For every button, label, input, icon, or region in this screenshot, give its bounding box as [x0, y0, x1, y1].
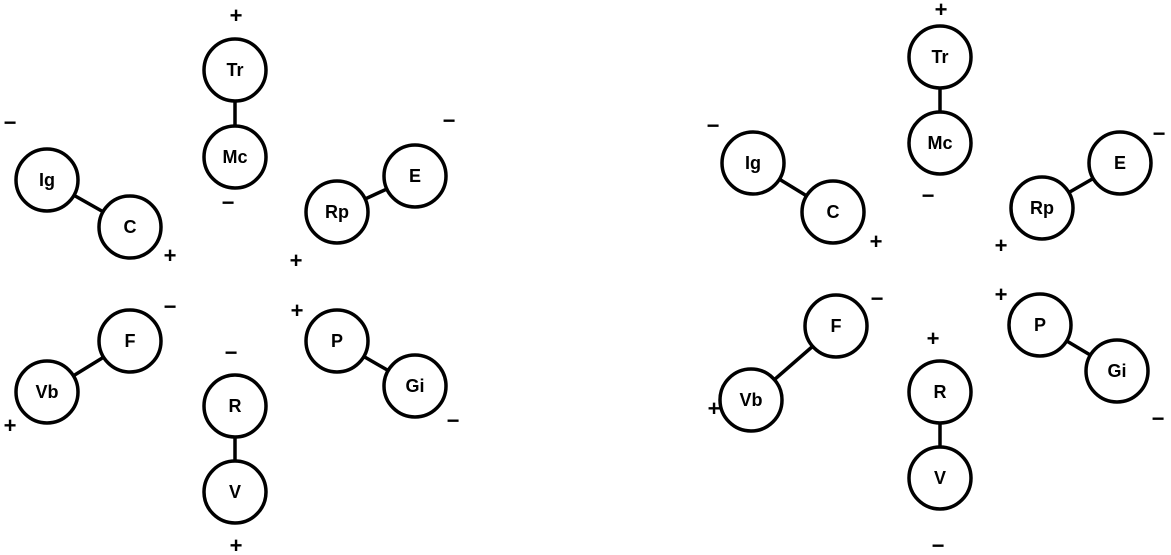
polarity-sign-ig: −	[707, 113, 720, 138]
node-label: Gi	[1107, 361, 1126, 381]
polarity-sign-tr: +	[230, 3, 243, 28]
node-circle	[907, 359, 973, 425]
meridian-node-f: F	[97, 308, 163, 374]
meridian-node-c: C	[97, 194, 163, 260]
node-label: C	[124, 217, 137, 237]
meridian-node-vb: Vb	[14, 359, 80, 425]
polarity-sign-mc: −	[222, 190, 235, 215]
node-label: Gi	[405, 376, 424, 396]
node-label: E	[409, 166, 421, 186]
diagram-left: Tr Mc Ig C Rp E	[4, 3, 460, 555]
polarity-sign-p: +	[995, 282, 1008, 307]
meridian-node-p: P	[304, 308, 370, 374]
polarity-sign-f: −	[871, 286, 884, 311]
meridian-node-rp: Rp	[304, 179, 370, 245]
node-circle	[1087, 130, 1153, 196]
meridian-node-f: F	[803, 293, 869, 359]
polarity-sign-c: +	[870, 229, 883, 254]
node-circle	[907, 445, 973, 511]
meridian-node-gi: Gi	[1084, 338, 1150, 404]
node-circle	[382, 143, 448, 209]
polarity-sign-rp: +	[995, 233, 1008, 258]
meridian-node-ig: Ig	[720, 130, 786, 196]
node-label: R	[934, 382, 947, 402]
node-label: Ig	[39, 170, 55, 190]
polarity-sign-tr: +	[935, 0, 948, 22]
meridian-node-e: E	[382, 143, 448, 209]
node-label: Vb	[739, 390, 762, 410]
meridian-node-rp: Rp	[1009, 175, 1075, 241]
node-label: Rp	[325, 202, 349, 222]
polarity-sign-e: −	[1153, 121, 1166, 146]
node-circle	[907, 110, 973, 176]
diagram-right: Tr Mc Ig C Rp E	[707, 0, 1166, 555]
polarity-sign-c: +	[164, 243, 177, 268]
node-circle	[97, 194, 163, 260]
polarity-sign-e: −	[443, 108, 456, 133]
node-label: Mc	[222, 147, 247, 167]
polarity-sign-r: −	[225, 340, 238, 365]
polarity-sign-gi: −	[1152, 406, 1165, 431]
polarity-sign-f: −	[164, 294, 177, 319]
meridian-node-c: C	[800, 179, 866, 245]
node-label: F	[125, 331, 136, 351]
meridian-node-e: E	[1087, 130, 1153, 196]
node-circle	[202, 373, 268, 439]
polarity-sign-ig: −	[4, 110, 17, 135]
node-circle	[1007, 292, 1073, 358]
polarity-sign-r: +	[927, 326, 940, 351]
meridian-node-mc: Mc	[907, 110, 973, 176]
node-label: Tr	[931, 47, 948, 67]
node-label: P	[1034, 315, 1046, 335]
meridian-node-vb: Vb	[718, 367, 784, 433]
node-label: F	[831, 316, 842, 336]
meridian-node-r: R	[202, 373, 268, 439]
polarity-sign-gi: −	[447, 408, 460, 433]
meridian-node-v: V	[202, 459, 268, 525]
node-label: Rp	[1030, 198, 1054, 218]
meridian-node-r: R	[907, 359, 973, 425]
meridian-node-tr: Tr	[907, 24, 973, 90]
meridian-node-mc: Mc	[202, 124, 268, 190]
node-label: Tr	[226, 60, 243, 80]
meridian-node-p: P	[1007, 292, 1073, 358]
node-circle	[907, 24, 973, 90]
node-circle	[718, 367, 784, 433]
node-label: R	[229, 396, 242, 416]
node-circle	[304, 179, 370, 245]
node-circle	[14, 147, 80, 213]
node-circle	[202, 459, 268, 525]
node-circle	[304, 308, 370, 374]
node-circle	[1009, 175, 1075, 241]
node-label: P	[331, 331, 343, 351]
polarity-sign-rp: +	[290, 248, 303, 273]
polarity-sign-v: −	[932, 533, 945, 555]
polarity-sign-v: +	[230, 533, 243, 555]
node-circle	[800, 179, 866, 245]
meridian-node-ig: Ig	[14, 147, 80, 213]
node-label: Vb	[35, 382, 58, 402]
polarity-sign-mc: −	[922, 183, 935, 208]
meridian-node-v: V	[907, 445, 973, 511]
node-label: Ig	[745, 153, 761, 173]
polarity-sign-vb: +	[4, 413, 17, 438]
node-label: E	[1114, 153, 1126, 173]
node-circle	[382, 353, 448, 419]
polarity-sign-vb: +	[708, 396, 721, 421]
meridian-node-tr: Tr	[202, 37, 268, 103]
node-circle	[803, 293, 869, 359]
node-circle	[14, 359, 80, 425]
node-label: C	[827, 202, 840, 222]
polarity-sign-p: +	[291, 298, 304, 323]
meridian-node-gi: Gi	[382, 353, 448, 419]
node-circle	[97, 308, 163, 374]
node-circle	[202, 124, 268, 190]
node-label: V	[229, 482, 241, 502]
node-circle	[202, 37, 268, 103]
node-circle	[720, 130, 786, 196]
node-label: V	[934, 468, 946, 488]
node-circle	[1084, 338, 1150, 404]
node-label: Mc	[927, 133, 952, 153]
